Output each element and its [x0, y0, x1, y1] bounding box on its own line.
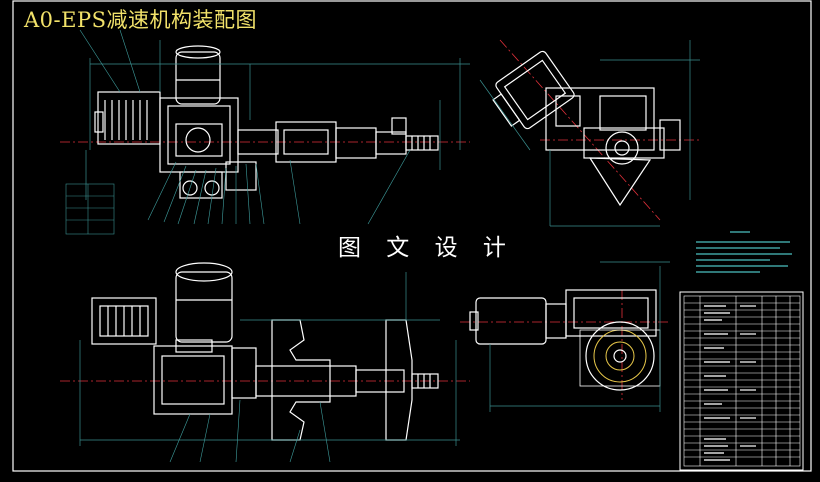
end-housing: [545, 87, 655, 151]
spline-end-lower: [411, 373, 439, 389]
worm-wheel: [585, 321, 655, 391]
front-view-top: [60, 45, 470, 199]
motor-body: [475, 297, 547, 345]
dimension-lines-bottom: [79, 272, 460, 446]
side-view-top-right: [492, 39, 700, 221]
motor-cylinder: [175, 271, 233, 343]
gear-pitch-circle: [593, 329, 647, 383]
end-flange: [385, 319, 413, 441]
parts-list-text-marks: [704, 305, 756, 461]
drawing-title: A0-EPS减速机构装配图: [24, 8, 257, 32]
title-block: [679, 291, 804, 471]
side-view-bottom-right: [460, 289, 670, 400]
spline-end: [405, 135, 439, 151]
bearing-circle: [605, 131, 639, 165]
connector-block-lower: [91, 297, 157, 345]
connector-block: [97, 91, 161, 145]
leader-lines-bottom: [169, 399, 331, 463]
dimension-lines-top: [85, 40, 470, 200]
worm-housing: [565, 289, 657, 337]
motor-cap: [175, 45, 221, 59]
input-shaft: [237, 129, 279, 155]
gear-housing: [159, 97, 239, 173]
motor-housing: [175, 51, 221, 105]
sheet-border: [12, 0, 812, 472]
watermark-text: 图 文 设 计: [338, 235, 515, 261]
dimension-lines-bottom-right: [489, 261, 670, 412]
mounting-bracket: [271, 319, 331, 441]
mounting-flange: [588, 157, 652, 207]
parts-list-table: [683, 295, 801, 467]
leader-lines-top: [79, 29, 411, 225]
spec-table-left: [65, 183, 115, 235]
technical-notes: [696, 231, 792, 273]
front-view-bottom: [60, 262, 470, 441]
dimension-lines-right: [479, 40, 700, 227]
